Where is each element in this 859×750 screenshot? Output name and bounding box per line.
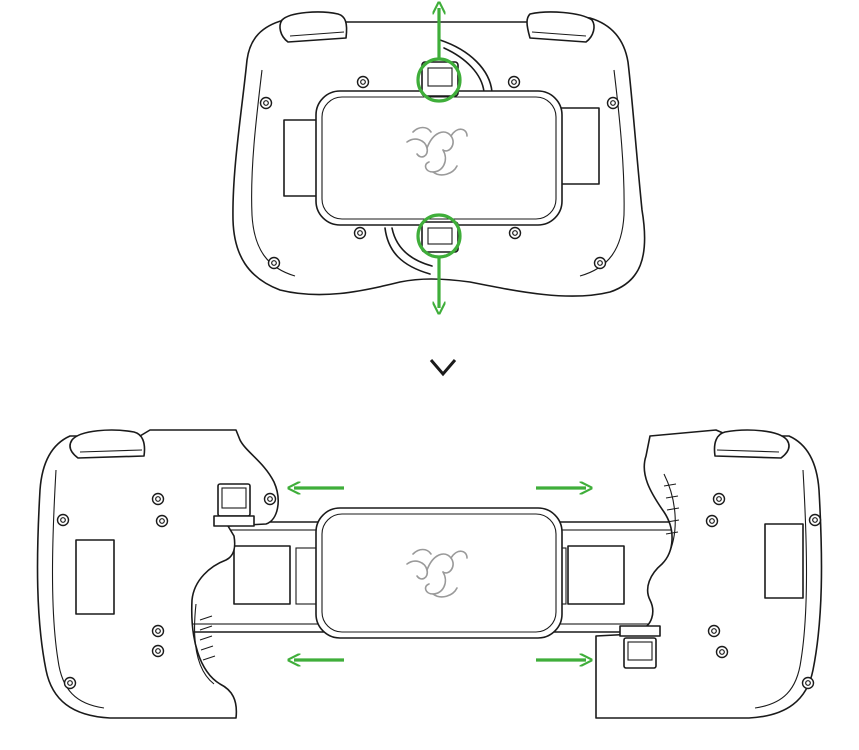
right-shoulder-bumper xyxy=(526,11,595,43)
controller-body-outline xyxy=(232,13,646,297)
screws-extended xyxy=(56,492,822,690)
right-grip-pad xyxy=(764,523,804,599)
left-shoulder-bumper xyxy=(69,429,146,459)
bottom-latch xyxy=(421,221,459,253)
controller-extended xyxy=(36,429,823,719)
right-grip-pad xyxy=(560,107,600,185)
razer-logo-icon xyxy=(406,126,468,176)
right-shoulder-bumper xyxy=(713,429,790,459)
center-plate xyxy=(315,90,563,226)
top-latch xyxy=(421,61,459,97)
center-plate xyxy=(315,507,563,639)
top-latch-highlight xyxy=(416,57,462,103)
controller-collapsed xyxy=(232,8,646,308)
screws-collapsed xyxy=(259,75,620,270)
left-grip-pad xyxy=(75,539,115,615)
bottom-latch-highlight xyxy=(416,213,462,259)
chevron-down-icon xyxy=(429,359,457,377)
razer-logo-icon xyxy=(406,548,468,598)
left-shoulder-bumper xyxy=(279,11,348,43)
